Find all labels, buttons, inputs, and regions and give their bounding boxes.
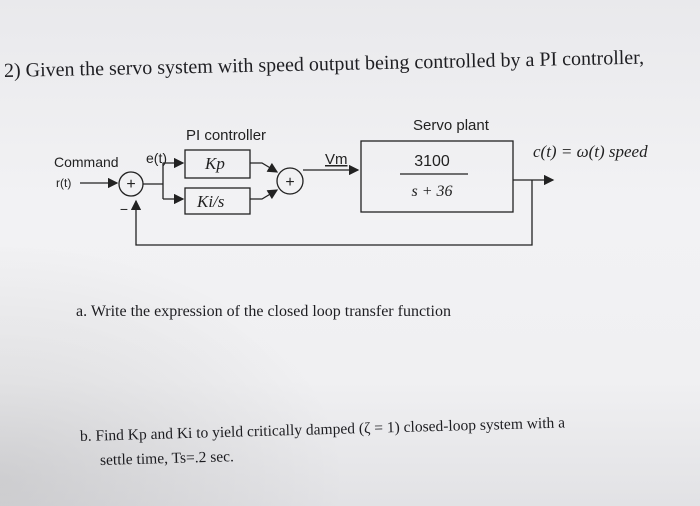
plant-title: Servo plant xyxy=(413,117,490,134)
ki-label: Ki/s xyxy=(196,192,225,211)
kp-output-arrow xyxy=(250,162,279,173)
summing-junction-2 xyxy=(276,167,304,195)
command-label: Command xyxy=(54,154,119,170)
error-label: e(t) xyxy=(146,150,167,166)
plant-denominator: s + 36 xyxy=(411,183,452,200)
ki-block xyxy=(184,187,251,215)
kp-block xyxy=(184,149,251,179)
sum-plus-sign: + xyxy=(126,176,135,193)
ki-output-arrow xyxy=(250,189,279,200)
feedback-minus-sign: − xyxy=(120,201,128,217)
sum2-plus-sign: + xyxy=(285,174,294,191)
kp-label: Kp xyxy=(204,154,225,173)
part-a-text: a. Write the expression of the closed lo… xyxy=(76,303,451,320)
part-b-text-line2: settle time, Ts=.2 sec. xyxy=(99,448,235,469)
plant-block xyxy=(360,140,514,213)
input-label: r(t) xyxy=(56,176,71,190)
feedback-path xyxy=(130,180,533,246)
plant-numerator: 3100 xyxy=(414,153,450,170)
controller-title: PI controller xyxy=(186,127,266,144)
vm-label: Vm xyxy=(325,151,348,168)
output-label: c(t) = ω(t) speed xyxy=(533,142,648,161)
